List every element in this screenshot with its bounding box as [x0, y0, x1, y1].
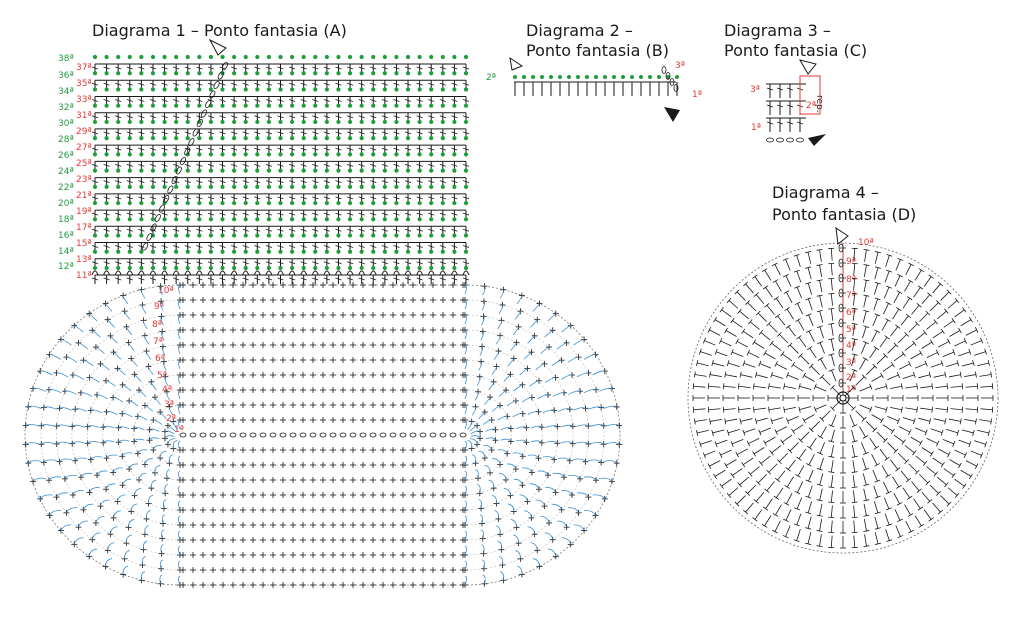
d1-row-label: 23ª [76, 175, 92, 185]
d1-row-label: 13ª [76, 255, 92, 265]
d4-row-label: 8ª [846, 275, 856, 285]
d1-row-label: 30ª [58, 119, 74, 129]
d1-row-label: 22ª [58, 183, 74, 193]
d2-row-label: 3ª [675, 61, 685, 71]
d4-row-label: 6ª [846, 308, 856, 318]
d1-row-label: 19ª [76, 207, 92, 217]
d3-row-label: 3ª [750, 85, 760, 95]
diagram-2-title-line-1: Diagrama 2 – [526, 21, 633, 40]
d2-row-label: 2ª [486, 73, 496, 83]
d1-row-label: 29ª [76, 127, 92, 137]
diagram-4-title-line-2: Ponto fantasia (D) [772, 205, 917, 224]
diagram-1-title: Diagrama 1 – Ponto fantasia (A) [92, 21, 347, 40]
d1-row-label: 12ª [58, 262, 74, 272]
oval-row-label: 10ª [158, 286, 174, 296]
diagram-4-title-line-1: Diagrama 4 – [772, 183, 879, 202]
d4-row-label: 7ª [846, 291, 856, 301]
d1-row-label: 36ª [58, 71, 74, 81]
diagram-2-title-line-2: Ponto fantasia (B) [526, 41, 669, 60]
start-arrow-icon [798, 59, 817, 75]
d1-row-label: 14ª [58, 247, 74, 257]
oval-row-label: 9ª [154, 302, 164, 312]
d1-row-label: 34ª [58, 87, 74, 97]
d1-row-label: 20ª [58, 199, 74, 209]
d1-row-label: 31ª [76, 111, 92, 121]
d1-row-label: 25ª [76, 159, 92, 169]
d4-row-label: 3ª [846, 358, 856, 368]
d1-row-label: 21ª [76, 191, 92, 201]
d1-row-label: 16ª [58, 231, 74, 241]
oval-row-label: 2ª [166, 414, 176, 424]
oval-row-label: 3ª [164, 400, 174, 410]
d1-row-label: 24ª [58, 167, 74, 177]
oval-row-label: 1ª [174, 425, 184, 435]
oval-row-label: 8ª [152, 320, 162, 330]
d1-row-label: 28ª [58, 135, 74, 145]
start-arrow-icon [835, 226, 849, 245]
d1-row-label: 35ª [76, 79, 92, 89]
d1-row-label: 11ª [76, 271, 92, 281]
d3-row-label: 2ª [806, 101, 816, 111]
d1-row-label: 18ª [58, 215, 74, 225]
d1-row-label: 15ª [76, 239, 92, 249]
d4-row-label: 4ª [846, 341, 856, 351]
end-arrow-icon [808, 134, 826, 146]
start-arrow-icon [509, 56, 524, 71]
d1-row-label: 33ª [76, 95, 92, 105]
d4-row-label: 5ª [846, 325, 856, 335]
d2-row-label: 1ª [692, 90, 702, 100]
d1-row-label: 32ª [58, 103, 74, 113]
d4-row-label: 9ª [846, 257, 856, 267]
d1-row-label: 37ª [76, 63, 92, 73]
oval-row-label: 6ª [155, 354, 165, 364]
d4-row-label: 10ª [858, 238, 874, 248]
start-arrow-icon [208, 38, 227, 56]
d1-row-label: 27ª [76, 143, 92, 153]
d3-row-label: 1ª [751, 123, 761, 133]
oval-row-label: 5ª [157, 371, 167, 381]
oval-row-label: 7ª [153, 337, 163, 347]
d1-row-label: 17ª [76, 223, 92, 233]
d1-row-label: 26ª [58, 151, 74, 161]
d1-row-label: 38ª [58, 54, 74, 64]
diagram-3-title-line-1: Diagrama 3 – [724, 21, 831, 40]
end-arrow-icon [664, 107, 680, 122]
diagram-3-title-line-2: Ponto fantasia (C) [724, 41, 868, 60]
